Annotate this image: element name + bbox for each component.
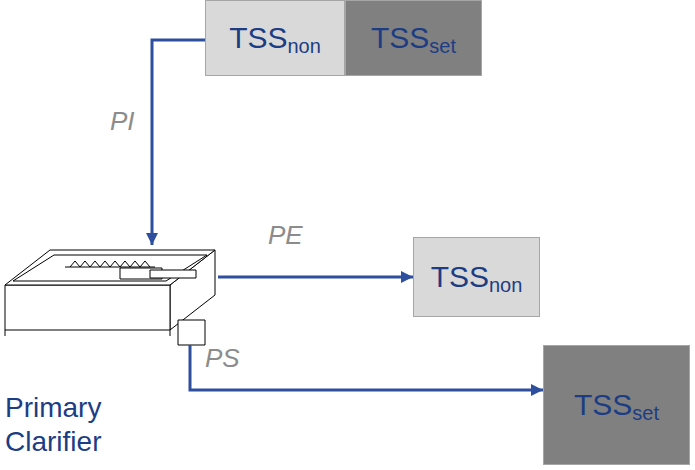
flow-arrow: [190, 345, 543, 390]
tss-box: TSSnon: [205, 0, 345, 76]
weir-symbol: [70, 261, 150, 267]
tank-front: [5, 285, 170, 330]
quantity-name: TSS: [574, 390, 632, 420]
flow-arrow: [152, 40, 205, 245]
weir-base: [65, 267, 155, 268]
quantity-subscript: set: [429, 36, 456, 56]
stream-label: PE: [268, 222, 303, 248]
tank-rim: [5, 250, 215, 285]
quantity-subscript: non: [489, 275, 522, 295]
quantity-name: TSS: [229, 23, 287, 53]
tss-box: TSSset: [345, 0, 482, 76]
unit-caption: Primary Clarifier: [5, 391, 155, 458]
quantity-subscript: set: [632, 403, 659, 423]
quantity-name: TSS: [371, 23, 429, 53]
stream-label: PI: [110, 108, 135, 134]
tss-box: TSSset: [543, 345, 690, 465]
stream-label: PS: [205, 345, 240, 371]
outlet-channel: [150, 270, 196, 278]
tank-foot: [5, 330, 6, 336]
tss-box: TSSnon: [413, 237, 540, 317]
quantity-subscript: non: [287, 36, 320, 56]
sludge-hopper: [178, 320, 205, 345]
tank-foot: [170, 330, 171, 336]
tank-opening: [13, 255, 207, 281]
flow-arrow: [218, 276, 413, 279]
clarifier-node: Primary Clarifier: [3, 245, 218, 345]
quantity-name: TSS: [431, 262, 489, 292]
